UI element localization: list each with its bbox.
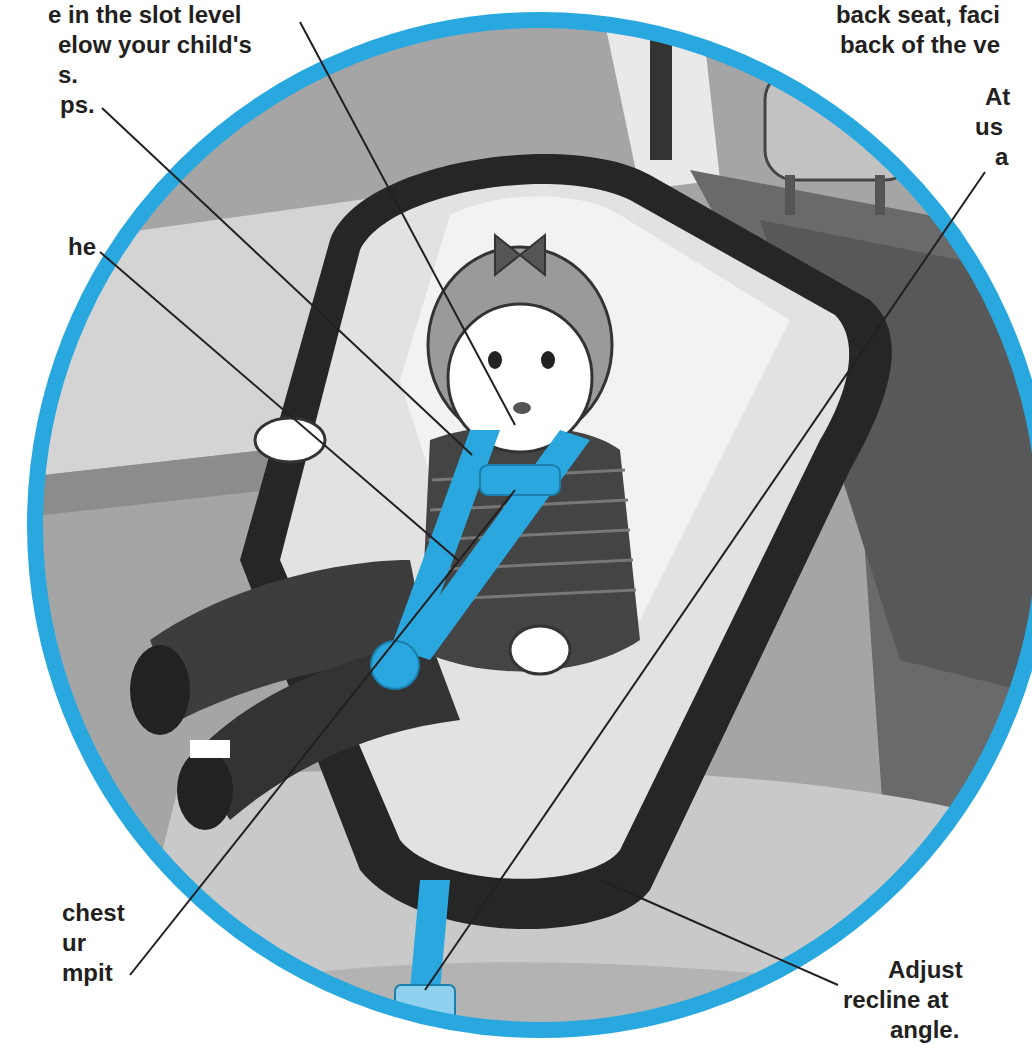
callout-label: e in the slot level (48, 0, 241, 30)
callout-label: Adjust (888, 955, 963, 985)
callout-label: elow your child's (58, 30, 252, 60)
callout-label: At (985, 82, 1010, 112)
frame-circle (35, 20, 1032, 1030)
callout-label: recline at (843, 985, 948, 1015)
callout-label: a (995, 142, 1008, 172)
callout-label: he (68, 232, 96, 262)
callout-label: us (975, 112, 1003, 142)
callout-label: s. (58, 60, 78, 90)
callout-label: back of the ve (840, 30, 1000, 60)
callout-label: chest (62, 898, 125, 928)
callout-label: mpit (62, 958, 113, 988)
callout-label: angle. (890, 1015, 959, 1045)
leader-lines (100, 22, 985, 990)
callout-label: ps. (60, 90, 95, 120)
callout-label: back seat, faci (836, 0, 1000, 30)
callout-label: ur (62, 928, 86, 958)
